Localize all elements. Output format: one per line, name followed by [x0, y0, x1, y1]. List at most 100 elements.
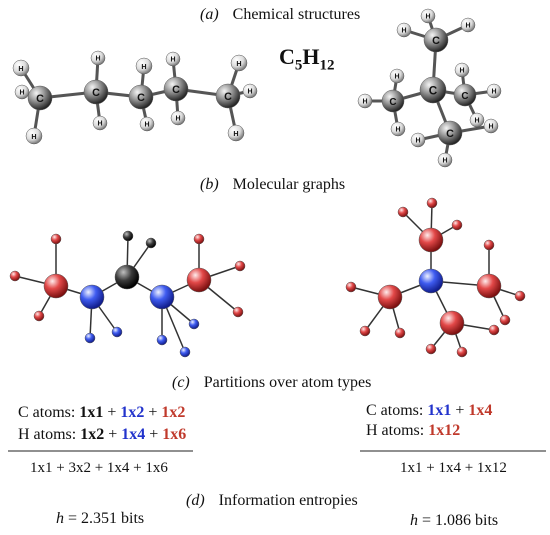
molecular-formula: C5H12: [279, 44, 335, 74]
left-c-label: C atoms:: [18, 404, 76, 421]
graph-right-red-leaf-node: [394, 327, 406, 339]
pentane-hydrogen-atom-label: H: [233, 129, 238, 138]
graph-right-red-leaf-node: [514, 290, 526, 302]
graph-left-blue-leaf-node: [111, 326, 123, 338]
graph-right-red-leaf-node: [426, 197, 438, 209]
graph-right-red-leaf-node: [397, 206, 409, 218]
pentane-hydrogen-atom: H: [170, 110, 186, 126]
neopentane-hydrogen-atom-label: H: [394, 73, 399, 80]
section-c-label: Partitions over atom types: [203, 374, 372, 391]
graph-right-blue-node: [418, 268, 444, 294]
pentane-hydrogen-atom: H: [92, 115, 108, 131]
graph-right-red-node: [377, 284, 403, 310]
left-c-plus: +: [103, 404, 121, 421]
neopentane-hydrogen-atom: H: [437, 152, 453, 168]
pentane-hydrogen-atom-label: H: [19, 89, 24, 96]
right-c-term: 1x4: [468, 402, 493, 419]
left-entropy: h = 2.351 bits: [56, 510, 144, 528]
pentane-hydrogen-atom-label: H: [144, 121, 149, 128]
neopentane-hydrogen-atom-label: H: [395, 126, 400, 133]
graph-right-red-leaf-node: [451, 219, 463, 231]
pentane-hydrogen-atom-label: H: [170, 56, 175, 63]
pentane-carbon-atom: C: [215, 83, 241, 109]
left-h-atoms-line: H atoms: 1x2 + 1x4 + 1x6: [18, 426, 186, 444]
pentane-hydrogen-atom-label: H: [175, 115, 180, 122]
graph-right-red-node: [418, 227, 444, 253]
neopentane-hydrogen-atom: H: [460, 17, 476, 33]
section-c-tag: (c): [172, 374, 190, 391]
formula-hydrogen: H: [302, 44, 320, 69]
left-c-atoms-line: C atoms: 1x1 + 1x2 + 1x2: [18, 404, 185, 422]
pentane-carbon-atom: C: [163, 76, 189, 102]
neopentane-hydrogen-atom-label: H: [491, 88, 496, 95]
pentane-carbon-atom-label: C: [224, 91, 232, 103]
pentane-hydrogen-atom-label: H: [31, 132, 36, 141]
formula-carbon: C: [279, 44, 295, 69]
neopentane-hydrogen-atom-label: H: [401, 27, 406, 34]
neopentane-hydrogen-atom: H: [390, 121, 406, 137]
pentane-carbon-atom-label: C: [172, 84, 180, 96]
right-h-label: H atoms:: [366, 422, 425, 439]
right-c-terms: 1x1 + 1x4: [427, 402, 492, 419]
neopentane-hydrogen-atom-label: H: [415, 137, 420, 144]
neopentane-hydrogen-atom-label: H: [465, 22, 470, 29]
neopentane-hydrogen-atom-label: H: [425, 13, 430, 20]
pentane-hydrogen-atom-label: H: [141, 62, 146, 71]
neopentane-hydrogen-atom-label: H: [474, 117, 479, 124]
pentane-hydrogen-atom: H: [135, 57, 153, 75]
neopentane-hydrogen-atom: H: [454, 62, 470, 78]
right-h-terms: 1x12: [428, 422, 460, 439]
pentane-hydrogen-atom: H: [139, 116, 155, 132]
graph-left-blue-node: [79, 284, 105, 310]
pentane-hydrogen-atom: H: [90, 50, 106, 66]
neopentane-carbon-atom-label: C: [461, 91, 468, 102]
pentane-hydrogen-atom: H: [165, 51, 181, 67]
graph-left-red-leaf-node: [234, 260, 246, 272]
neopentane-hydrogen-atom: H: [420, 8, 436, 24]
right-h-atoms-line: H atoms: 1x12: [366, 422, 460, 440]
section-a-title: (a)Chemical structures: [200, 6, 360, 24]
pentane-hydrogen-atom-label: H: [97, 120, 102, 127]
neopentane-hydrogen-atom-label: H: [362, 98, 367, 105]
pentane-hydrogen-atom: H: [12, 59, 30, 77]
pentane-carbon-atom: C: [128, 84, 154, 110]
pentane-hydrogen-atom: H: [230, 54, 248, 72]
neopentane-carbon-atom-label: C: [429, 85, 438, 98]
graph-right-red-leaf-node: [359, 325, 371, 337]
neopentane-carbon-atom-label: C: [389, 97, 396, 108]
graph-right-red-node: [439, 310, 465, 336]
left-c-term: 1x2: [161, 404, 186, 421]
neopentane-hydrogen-atom-label: H: [488, 123, 493, 130]
left-c-terms: 1x1 + 1x2 + 1x2: [79, 404, 185, 421]
right-c-plus: +: [451, 402, 469, 419]
graph-left-black-leaf-node: [122, 230, 134, 242]
left-sum: 1x1 + 3x2 + 1x4 + 1x6: [30, 460, 168, 476]
section-d-label: Information entropies: [218, 492, 358, 509]
right-entropy-value: = 1.086 bits: [422, 512, 499, 529]
pentane-hydrogen-atom-label: H: [236, 59, 241, 68]
graph-left-blue-leaf-node: [84, 332, 96, 344]
section-a-tag: (a): [200, 6, 219, 23]
graph-right-red-leaf-node: [425, 343, 437, 355]
neopentane-hydrogen-atom-label: H: [459, 67, 464, 74]
section-d-title: (d)Information entropies: [186, 492, 358, 510]
pentane-carbon-atom: C: [83, 79, 109, 105]
left-c-term: 1x2: [120, 404, 145, 421]
neopentane-hydrogen-atom: H: [396, 22, 412, 38]
neopentane-carbon-atom: C: [419, 76, 447, 104]
graph-right-red-leaf-node: [456, 346, 468, 358]
neopentane-hydrogen-atom: H: [389, 68, 405, 84]
neopentane-hydrogen-atom: H: [357, 93, 373, 109]
neopentane-hydrogen-atom: H: [410, 132, 426, 148]
graph-left-blue-leaf-node: [156, 334, 168, 346]
pentane-hydrogen-atom: H: [25, 127, 43, 145]
section-c-title: (c) Partitions over atom types: [172, 374, 371, 392]
graph-right-red-leaf-node: [488, 324, 500, 336]
graph-left-red-leaf-node: [33, 310, 45, 322]
graph-right-red-leaf-node: [499, 314, 511, 326]
pentane-carbon-atom: C: [27, 85, 53, 111]
graph-left-red-leaf-node: [232, 306, 244, 318]
neopentane-hydrogen-atom: H: [469, 112, 485, 128]
